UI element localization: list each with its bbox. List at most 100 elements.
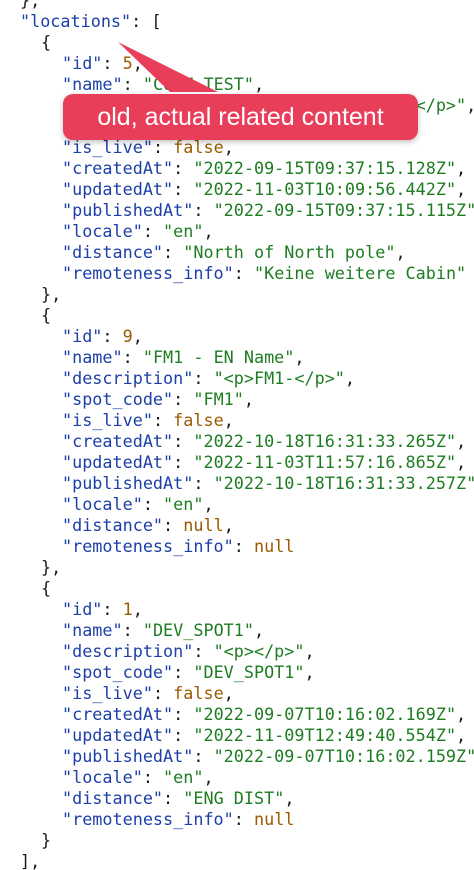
json-key: "remoteness_info": [62, 263, 234, 283]
json-punctuation: {: [41, 578, 52, 598]
json-key: "remoteness_info": [62, 536, 234, 556]
json-punctuation: ,: [203, 494, 214, 514]
code-line: "publishedAt": "2022-10-18T16:31:33.257Z…: [62, 473, 474, 494]
code-line: "locale": "en",: [62, 494, 214, 515]
json-key: "createdAt": [62, 158, 174, 178]
json-string-value: "2022-09-15T09:37:15.128Z": [193, 158, 457, 178]
json-key: "description": [62, 641, 194, 661]
code-line: "spot_code": "DEV_SPOT1",: [62, 662, 315, 683]
json-literal-value: false: [173, 683, 224, 703]
json-key: "id": [62, 53, 103, 73]
json-punctuation: :: [142, 494, 164, 514]
json-string-value: "DEV_SPOT1": [142, 620, 254, 640]
json-punctuation: :: [122, 347, 143, 367]
json-number-value: 5: [122, 53, 133, 73]
json-punctuation: ,: [223, 137, 234, 157]
json-punctuation: :: [233, 263, 254, 283]
json-punctuation: ,: [304, 641, 315, 661]
code-line: "remoteness_info": null: [62, 809, 294, 830]
json-punctuation: }: [41, 830, 52, 850]
json-key: "publishedAt": [62, 200, 194, 220]
json-punctuation: :: [142, 767, 164, 787]
json-punctuation: ,: [203, 221, 214, 241]
json-literal-value: false: [173, 137, 224, 157]
json-string-value: "2022-10-18T16:31:33.257Z": [213, 473, 474, 493]
annotation-callout: old, actual related content: [63, 94, 418, 140]
json-key: "id": [62, 599, 103, 619]
json-literal-value: null: [253, 809, 295, 829]
json-punctuation: },: [41, 557, 62, 577]
json-key: "updatedAt": [62, 725, 174, 745]
code-line: "publishedAt": "2022-09-07T10:16:02.159Z…: [62, 746, 474, 767]
code-line: },: [41, 557, 61, 578]
json-string-value: "<p>FM1-</p>": [213, 368, 345, 388]
json-string-value: "2022-11-03T11:57:16.865Z": [193, 452, 457, 472]
json-literal-value: null: [183, 515, 224, 535]
callout-text: old, actual related content: [97, 103, 384, 131]
json-punctuation: ,: [304, 662, 315, 682]
callout-pointer-arrow: [118, 42, 218, 92]
json-punctuation: ,: [253, 620, 265, 640]
json-literal-value: false: [173, 410, 224, 430]
code-line: ],: [20, 851, 40, 870]
json-punctuation: :: [233, 809, 254, 829]
json-punctuation: :: [122, 620, 143, 640]
json-string-value: "DEV_SPOT1": [193, 662, 305, 682]
json-key: "updatedAt": [62, 452, 174, 472]
code-line: "createdAt": "2022-09-07T10:16:02.169Z",: [62, 704, 466, 725]
json-punctuation: ,: [344, 368, 356, 388]
json-punctuation: ,: [456, 179, 467, 199]
json-punctuation: :: [173, 179, 194, 199]
json-punctuation: ,: [456, 431, 467, 451]
json-key: "publishedAt": [62, 473, 194, 493]
json-literal-value: null: [253, 536, 295, 556]
json-punctuation: :: [102, 599, 123, 619]
json-string-value: "en": [163, 221, 204, 241]
json-punctuation: :: [102, 326, 123, 346]
code-line: "description": "<p>FM1-</p>",: [62, 368, 355, 389]
code-line: "updatedAt": "2022-11-03T10:09:56.442Z",: [62, 179, 466, 200]
code-line: "createdAt": "2022-10-18T16:31:33.265Z",: [62, 431, 466, 452]
json-key: "name": [62, 74, 123, 94]
json-punctuation: },: [41, 284, 62, 304]
json-punctuation: :: [233, 536, 254, 556]
code-line: "description": "<p></p>",: [62, 641, 315, 662]
code-line: "distance": "ENG DIST",: [62, 788, 294, 809]
json-punctuation: {: [41, 32, 52, 52]
code-line: "is_live": false,: [62, 137, 234, 158]
code-line: {: [41, 305, 51, 326]
json-key: "description": [62, 368, 194, 388]
code-line: }: [41, 830, 51, 851]
json-punctuation: :: [173, 662, 194, 682]
code-line: "locations": [: [20, 11, 161, 32]
json-string-value: "FM1 - EN Name": [142, 347, 295, 367]
json-string-value: "North of North pole": [183, 242, 396, 262]
json-key: "spot_code": [62, 662, 174, 682]
json-string-value: "ENG DIST": [183, 788, 285, 808]
json-punctuation: :: [163, 788, 184, 808]
json-key: "remoteness_info": [62, 809, 234, 829]
json-key: "is_live": [62, 410, 153, 430]
code-line: "createdAt": "2022-09-15T09:37:15.128Z",: [62, 158, 466, 179]
json-string-value: "en": [163, 767, 204, 787]
json-punctuation: :: [193, 641, 214, 661]
json-string-value: "2022-09-15T09:37:15.115Z": [213, 200, 474, 220]
json-punctuation: ],: [20, 851, 41, 870]
json-key: "distance": [62, 788, 164, 808]
json-punctuation: :: [173, 725, 194, 745]
json-string-value: "2022-11-03T10:09:56.442Z": [193, 179, 457, 199]
json-punctuation: :: [152, 410, 174, 430]
json-string-value: "<p></p>": [213, 641, 305, 661]
json-punctuation: :: [142, 221, 164, 241]
code-line: "id": 5,: [62, 53, 143, 74]
json-punctuation: ,: [456, 452, 467, 472]
callout-pointer: [118, 42, 218, 92]
json-punctuation: :: [173, 452, 194, 472]
json-punctuation: :: [193, 473, 214, 493]
json-punctuation: ,: [294, 347, 305, 367]
json-punctuation: ,: [132, 326, 143, 346]
json-number-value: 1: [122, 599, 133, 619]
code-line: "locale": "en",: [62, 221, 214, 242]
json-punctuation: ,: [456, 158, 467, 178]
json-punctuation: :: [102, 53, 123, 73]
